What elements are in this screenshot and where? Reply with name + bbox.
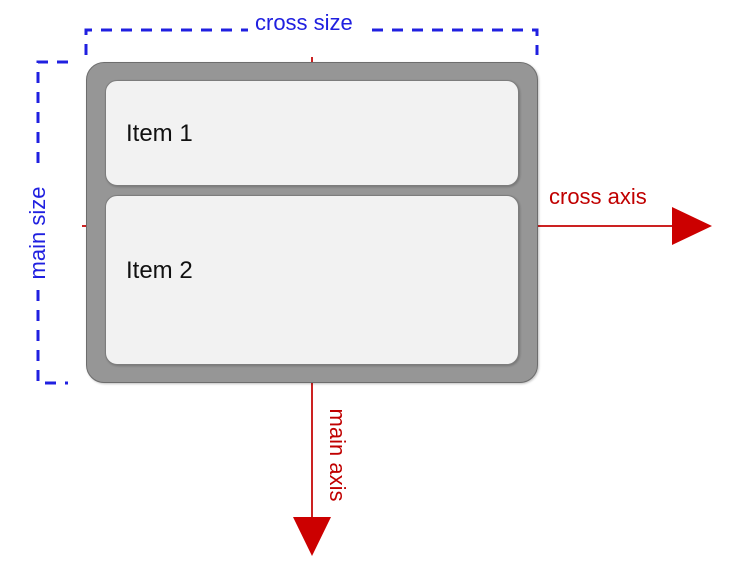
- cross-size-bracket-left: [84, 28, 248, 55]
- flex-item-2: Item 2: [105, 195, 519, 365]
- main-size-bracket-bottom: [36, 290, 68, 385]
- flex-item-2-label: Item 2: [126, 257, 193, 284]
- main-size-label: main size: [25, 186, 50, 280]
- main-axis-label: main axis: [325, 408, 350, 502]
- flex-item-1-label: Item 1: [126, 120, 193, 147]
- flex-item-1: Item 1: [105, 80, 519, 186]
- cross-size-label: cross size: [255, 10, 353, 35]
- main-size-bracket: [36, 60, 68, 385]
- cross-size-bracket-right: [372, 28, 539, 55]
- arrow-down-icon: [293, 517, 331, 556]
- arrow-right-icon: [672, 207, 712, 245]
- cross-axis-label: cross axis: [549, 184, 647, 209]
- cross-size-bracket: [84, 28, 539, 55]
- flex-container: Item 1 Item 2: [86, 62, 538, 383]
- main-size-bracket-top: [36, 60, 68, 168]
